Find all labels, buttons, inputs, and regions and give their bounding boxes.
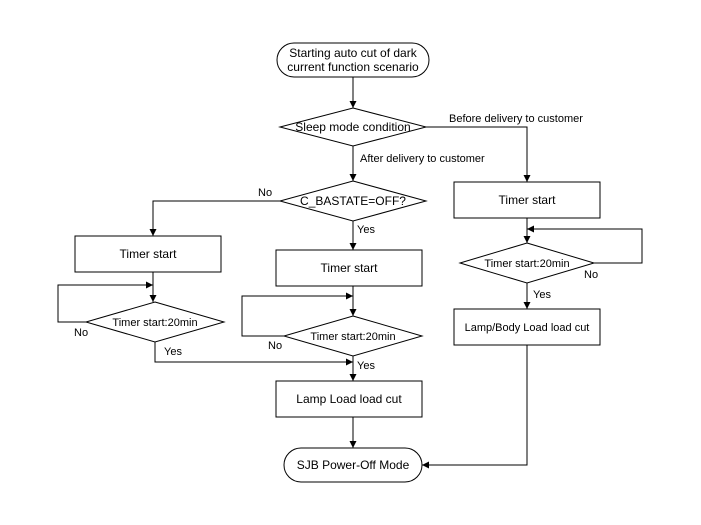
timer-start-left-text: Timer start	[120, 247, 178, 261]
label-left-yes: Yes	[164, 346, 182, 358]
label-right-yes: Yes	[533, 289, 551, 301]
sjb-poweroff-text: SJB Power-Off Mode	[297, 458, 410, 472]
edge-mid-no-loop	[241, 292, 353, 337]
lamp-load-cut-text: Lamp Load load cut	[296, 392, 402, 406]
edge-before-delivery	[426, 126, 531, 182]
sleep-mode-text: Sleep mode condition	[295, 120, 410, 134]
start-text-line2: current function scenario	[287, 60, 419, 74]
sjb-poweroff-terminal: SJB Power-Off Mode	[283, 447, 423, 483]
edge-left-yes	[154, 342, 353, 366]
label-mid-no: No	[268, 340, 282, 352]
timer-check-left: Timer start:20min	[84, 301, 226, 343]
bastate-decision: C_BASTATE=OFF?	[278, 180, 428, 222]
timer-start-mid: Timer start	[275, 249, 423, 287]
label-bastate-yes: Yes	[357, 224, 375, 236]
timer-check-mid-text: Timer start:20min	[310, 331, 395, 343]
timer-check-right: Timer start:20min	[458, 242, 596, 284]
start-terminal: Starting auto cut of dark current functi…	[276, 42, 430, 78]
label-left-no: No	[74, 327, 88, 339]
edge-right-no-loop	[527, 225, 643, 264]
sleep-mode-decision: Sleep mode condition	[278, 107, 428, 147]
timer-start-left: Timer start	[74, 235, 222, 273]
timer-check-left-text: Timer start:20min	[112, 317, 197, 329]
timer-start-right-text: Timer start	[499, 193, 557, 207]
label-before-delivery: Before delivery to customer	[449, 113, 583, 125]
timer-start-right: Timer start	[453, 181, 601, 219]
edge-left-no-loop	[57, 281, 153, 323]
timer-check-right-text: Timer start:20min	[484, 258, 569, 270]
edge-body-to-poweroff	[422, 345, 528, 469]
edge-bastate-no	[149, 200, 280, 236]
lamp-body-load-cut: Lamp/Body Load load cut	[453, 308, 601, 346]
start-text-line1: Starting auto cut of dark	[289, 46, 417, 60]
label-right-no: No	[584, 269, 598, 281]
label-mid-yes: Yes	[357, 360, 375, 372]
lamp-body-load-cut-text: Lamp/Body Load load cut	[465, 322, 590, 334]
label-after-delivery: After delivery to customer	[360, 153, 485, 165]
timer-start-mid-text: Timer start	[321, 261, 379, 275]
timer-check-mid: Timer start:20min	[282, 315, 424, 357]
bastate-text: C_BASTATE=OFF?	[300, 194, 406, 208]
lamp-load-cut: Lamp Load load cut	[275, 380, 423, 418]
label-bastate-no: No	[258, 187, 272, 199]
